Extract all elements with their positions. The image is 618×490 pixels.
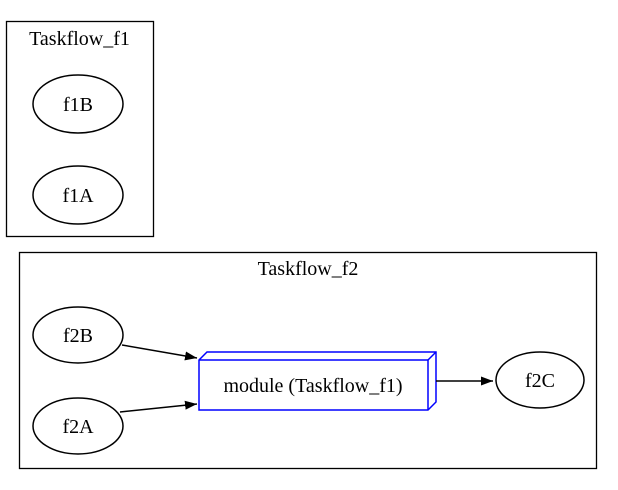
- node-f1A: f1A: [32, 165, 124, 225]
- cluster-f1-label: Taskflow_f1: [29, 28, 130, 50]
- node-f2A-shape: [32, 397, 124, 455]
- node-module-box3d-bevel: [427, 351, 437, 361]
- node-f1B: f1B: [32, 74, 124, 134]
- node-f2B-shape: [32, 306, 124, 364]
- node-module-box3d-outline: [198, 351, 437, 411]
- node-f2A-label: f2A: [62, 416, 94, 438]
- node-module: [198, 351, 437, 411]
- node-f2B-label: f2B: [63, 325, 93, 347]
- node-f2C-shape: [495, 351, 585, 409]
- node-f1A-label: f1A: [62, 185, 94, 207]
- edge-f2A-to-module: [119, 400, 198, 413]
- node-f2A: f2A: [32, 397, 124, 455]
- edges: [119, 344, 493, 413]
- cluster-taskflow-f1: Taskflow_f1 f1B f1A: [5, 20, 155, 238]
- cluster-f2-border: [18, 251, 598, 470]
- cluster-f2-label: Taskflow_f2: [258, 258, 359, 280]
- node-f1A-shape: [32, 165, 124, 225]
- node-f2B: f2B: [32, 306, 124, 364]
- node-f1B-shape: [32, 74, 124, 134]
- cluster-f1-border: [5, 20, 155, 238]
- node-f2C: f2C: [495, 351, 585, 409]
- cluster-taskflow-f2: Taskflow_f2 f2B f2A module (Taskflow_f1)…: [18, 251, 598, 470]
- node-f1B-label: f1B: [63, 94, 93, 116]
- node-f2C-label: f2C: [525, 370, 555, 392]
- node-module-label: module (Taskflow_f1): [223, 375, 402, 397]
- edge-f2B-to-module: [121, 344, 198, 361]
